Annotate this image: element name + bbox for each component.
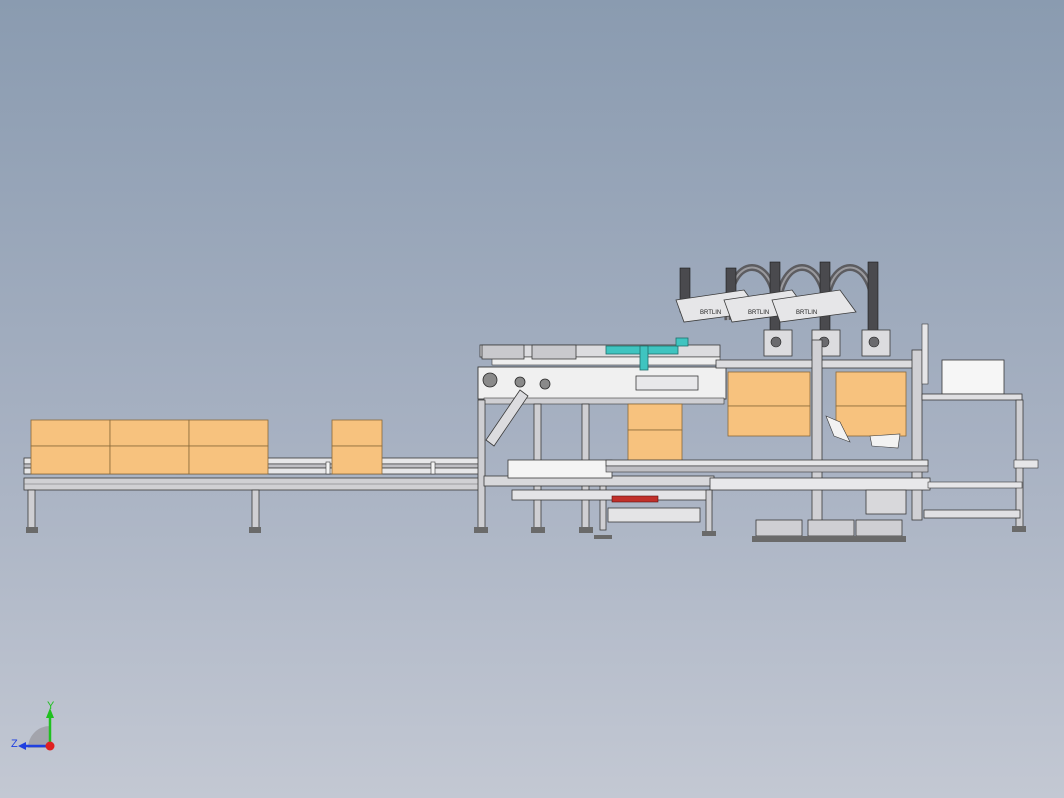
carton [109,419,190,447]
infeed-cartons[interactable] [30,419,383,475]
axis-y-label: Y [47,700,55,712]
carton [727,405,811,437]
right-table[interactable] [921,359,1039,532]
packing-cartons[interactable] [727,371,907,449]
carton [331,419,383,447]
output-box [941,359,1005,395]
carton [835,405,907,437]
robot-label: BRTLIN [700,310,721,316]
carton [109,445,190,475]
robot-label: BRTLIN [748,310,769,316]
coordinate-triad-icon[interactable] [18,708,55,751]
teal-guide-rail[interactable] [605,337,689,371]
carton [188,445,269,475]
case-erector-frame[interactable] [474,344,727,539]
carton [30,445,111,475]
carton [30,419,111,447]
carton [727,371,811,407]
outfeed-conveyor[interactable] [605,459,931,542]
carton [331,445,383,475]
robot-label: BRTLIN [796,310,817,316]
carton [188,419,269,447]
carton [627,403,683,431]
axis-z-label: Z [11,738,18,750]
carton [835,371,907,407]
robot-gantry[interactable]: BRTLIN BRTLIN BRTLIN [675,261,929,541]
